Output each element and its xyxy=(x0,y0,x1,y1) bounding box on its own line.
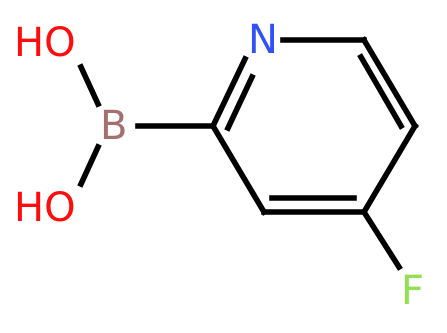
bond-c3-c2 xyxy=(209,122,268,216)
bonds xyxy=(77,36,419,271)
bond-c2-n xyxy=(209,55,249,130)
bond-c6-c5 xyxy=(360,36,419,130)
atom-label-nitrogen: N xyxy=(248,17,278,63)
atom-label-oh-upper: HO xyxy=(14,20,76,66)
bond-b-o-lower xyxy=(77,143,102,188)
bond-c4-f xyxy=(360,208,403,271)
atom-label-oh-lower: HO xyxy=(14,185,76,231)
atom-label-fluorine: F xyxy=(401,268,424,314)
bond-c6-c5-inner xyxy=(357,53,405,130)
atom-label-boron: B xyxy=(100,103,127,149)
atom-labels: HO B HO N F xyxy=(14,17,424,314)
bond-b-o-upper xyxy=(77,63,102,108)
bond-c5-c4 xyxy=(360,122,419,216)
bond-c2-n-inner xyxy=(224,73,256,132)
